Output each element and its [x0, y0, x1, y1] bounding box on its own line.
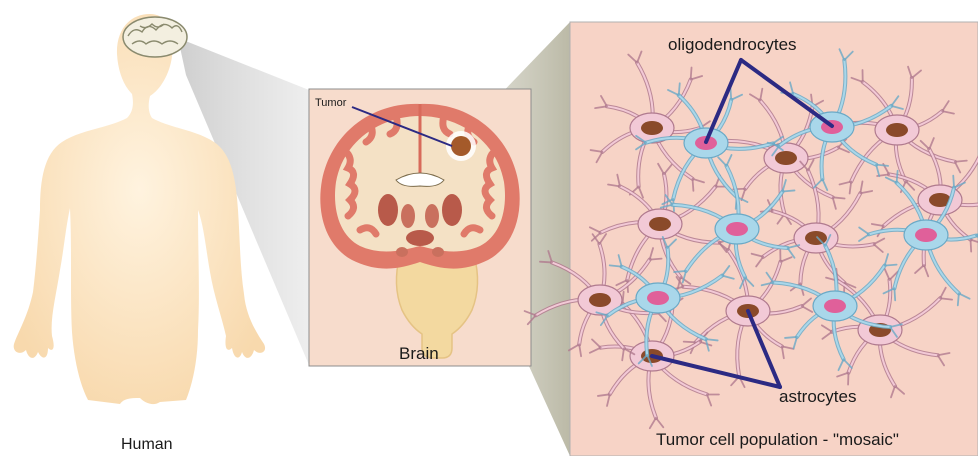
astrocytes-label: astrocytes	[779, 387, 856, 407]
population-caption: Tumor cell population - "mosaic"	[656, 430, 899, 450]
head-brain	[123, 17, 187, 57]
brain-label: Brain	[399, 344, 439, 364]
tumor-label: Tumor	[315, 97, 346, 109]
oligodendrocytes-label: oligodendrocytes	[668, 35, 797, 55]
human-label: Human	[121, 436, 173, 454]
